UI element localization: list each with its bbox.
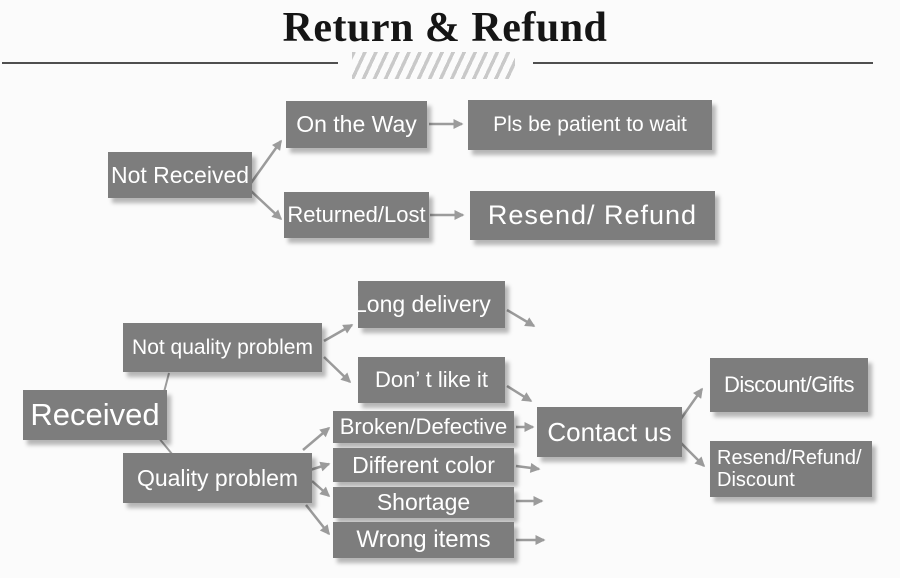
divider-line-left xyxy=(2,62,338,64)
arrow-quality-to-broken xyxy=(302,427,331,451)
divider-line-right xyxy=(533,62,873,64)
node-wrong-items: Wrong items xyxy=(333,522,514,558)
node-different-color: Different color xyxy=(333,448,514,482)
arrow-not-received-to-returned-lost xyxy=(250,190,283,221)
node-broken-defective: Broken/Defective xyxy=(333,411,514,443)
node-pls-be-patient: Pls be patient to wait xyxy=(468,100,712,150)
arrow-quality-to-different-color xyxy=(309,461,331,472)
arrow-long-delivery-out xyxy=(506,308,536,328)
node-not-received: Not Received xyxy=(108,152,252,198)
node-resend-refund-discount-line2: Discount xyxy=(717,469,795,491)
node-on-the-way: On the Way xyxy=(286,101,427,148)
arrow-not-received-to-on-the-way xyxy=(249,139,283,184)
arrow-dont-like-to-contact-us xyxy=(506,384,533,403)
node-shortage: Shortage xyxy=(333,487,514,518)
node-resend-refund: Resend/ Refund xyxy=(470,191,715,240)
node-not-quality-problem: Not quality problem xyxy=(123,323,322,372)
arrow-different-color-out xyxy=(515,462,541,473)
node-long-delivery: Long delivery xyxy=(358,281,505,328)
node-quality-problem: Quality problem xyxy=(123,453,312,503)
hatch-decoration xyxy=(352,52,515,79)
arrow-not-quality-to-long-delivery xyxy=(323,323,354,343)
page-title: Return & Refund xyxy=(282,5,608,51)
node-contact-us: Contact us xyxy=(537,407,682,457)
node-resend-refund-discount-line1: Resend/Refund/ xyxy=(717,446,862,469)
arrow-not-quality-to-dont-like xyxy=(323,356,352,384)
node-discount-gifts: Discount/Gifts xyxy=(710,358,868,412)
node-resend-refund-discount: Resend/Refund/ Discount xyxy=(710,441,872,497)
node-dont-like-it: Don’ t like it xyxy=(358,357,505,403)
node-received: Received xyxy=(23,390,167,440)
arrow-quality-to-wrong-items xyxy=(305,504,330,536)
arrow-quality-to-shortage xyxy=(311,480,331,497)
node-returned-lost: Returned/Lost xyxy=(284,192,429,238)
